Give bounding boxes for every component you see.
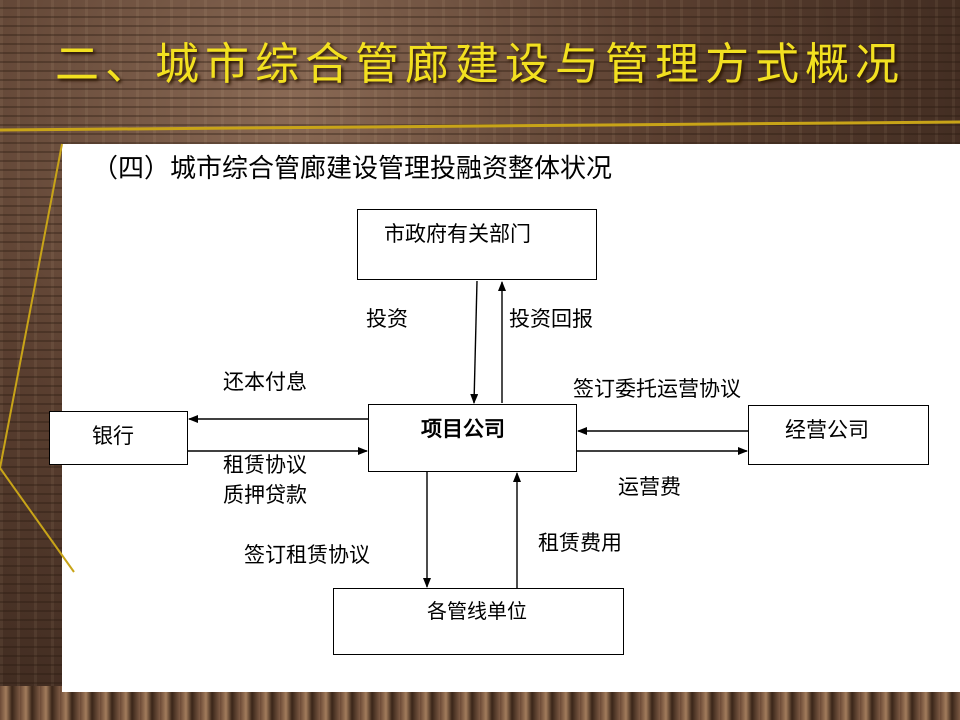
gold-line-horizontal	[0, 120, 960, 132]
slide-title: 二、城市综合管廊建设与管理方式概况	[55, 39, 905, 90]
node-government: 市政府有关部门	[357, 209, 597, 280]
edge-label-operation-fee: 运营费	[618, 475, 681, 499]
node-operating-company-label: 经营公司	[785, 418, 869, 442]
node-pipeline-units: 各管线单位	[333, 588, 624, 655]
node-operating-company: 经营公司	[748, 405, 929, 465]
edge-label-entrusted-operation: 签订委托运营协议	[573, 377, 741, 401]
edge-label-lease-fee: 租赁费用	[538, 531, 622, 555]
node-bank-label: 银行	[92, 424, 134, 448]
node-project-company: 项目公司	[368, 404, 577, 472]
edge-label-sign-lease: 签订租赁协议	[244, 543, 370, 567]
node-pipeline-units-label: 各管线单位	[427, 599, 527, 623]
edge-label-repay: 还本付息	[223, 370, 307, 394]
node-government-label: 市政府有关部门	[384, 222, 531, 246]
node-bank: 银行	[49, 411, 188, 465]
edge-label-lease-agreement: 租赁协议	[223, 453, 307, 477]
edge-label-investment: 投资	[366, 307, 408, 331]
slide-subtitle: （四）城市综合管廊建设管理投融资整体状况	[92, 154, 613, 184]
edge-label-pledge-loan: 质押贷款	[223, 483, 307, 507]
edge-label-investment-return: 投资回报	[509, 307, 593, 331]
node-project-company-label: 项目公司	[421, 417, 505, 441]
